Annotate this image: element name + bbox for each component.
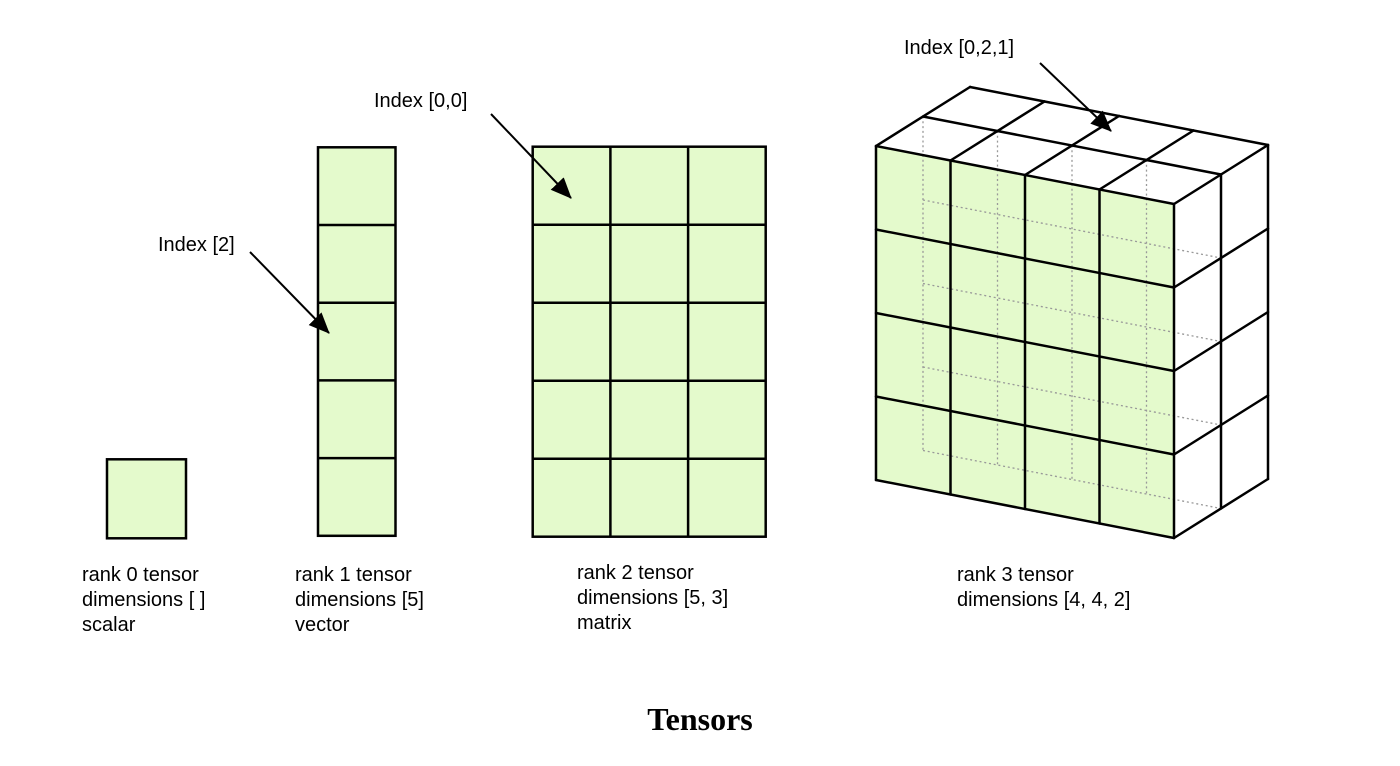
vector-outline [316,146,397,538]
matrix-index-annotation: Index [0,0] [374,90,468,112]
matrix-outline [531,145,767,538]
caption-line: dimensions [5] [295,589,424,611]
matrix-grid-lines [532,146,766,537]
cube-visible-edges [874,85,1270,540]
vector-index-arrow [249,251,330,334]
figure-title: Tensors [647,701,753,737]
caption-line: scalar [82,614,136,636]
scalar-cell [105,458,188,540]
caption-line: rank 3 tensor [957,564,1074,586]
vector-tensor-shape [316,146,397,538]
caption-line: rank 0 tensor [82,564,199,586]
caption-line: dimensions [4, 4, 2] [957,589,1131,611]
cube-index-annotation: Index [0,2,1] [904,37,1015,59]
annotation-arrows [249,62,1112,334]
caption-line: vector [295,614,350,636]
matrix-tensor-shape [531,145,767,538]
scalar-caption: rank 0 tensor dimensions [ ] scalar [82,563,205,638]
caption-line: rank 2 tensor [577,562,694,584]
vector-grid-lines [318,223,396,460]
cube-index-arrow [1039,62,1112,132]
scalar-tensor-shape [105,458,188,540]
vector-caption: rank 1 tensor dimensions [5] vector [295,563,424,638]
matrix-index-arrow [490,113,572,199]
caption-line: dimensions [ ] [82,589,206,611]
caption-line: rank 1 tensor [295,564,412,586]
matrix-caption: rank 2 tensor dimensions [5, 3] matrix [577,561,728,636]
vector-index-annotation: Index [2] [158,234,235,256]
cube-tensor-shape [874,85,1270,540]
caption-line: matrix [577,612,632,634]
cube-caption: rank 3 tensor dimensions [4, 4, 2] [957,563,1130,613]
caption-line: dimensions [5, 3] [577,587,729,609]
